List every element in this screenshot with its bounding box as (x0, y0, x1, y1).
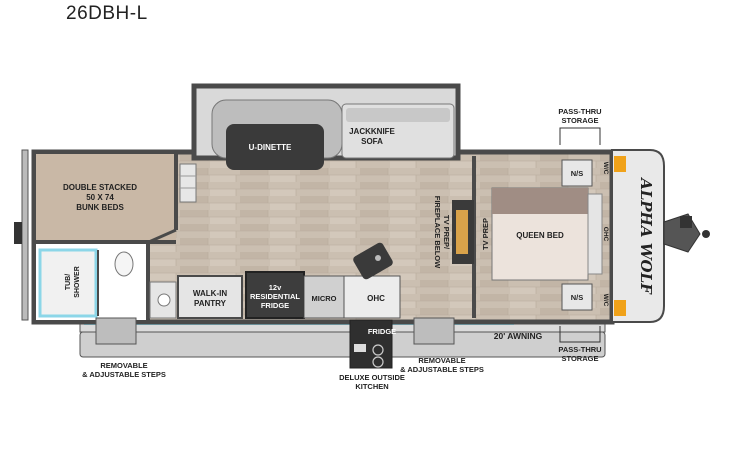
rear-spare (14, 222, 22, 244)
label-pass-thru-bottom-2: STORAGE (562, 354, 599, 363)
ohc-cabinet (343, 275, 401, 319)
label-micro: MICRO (312, 294, 337, 303)
label-tv-fireplace-1: TV PREP/ (442, 215, 451, 250)
label-queen-bed: QUEEN BED (516, 231, 564, 240)
label-outside-kitchen-2: KITCHEN (355, 382, 388, 391)
kitchen-sink (353, 242, 393, 280)
awning-lower-rail (79, 331, 606, 358)
bunk-ladder (179, 163, 197, 203)
label-bunk-3: BUNK BEDS (76, 203, 124, 212)
nightstand-top (561, 159, 593, 187)
bunk-area (36, 154, 176, 242)
rear-bumper (21, 149, 29, 321)
toilet (114, 251, 134, 277)
label-pantry-1: WALK-IN (193, 289, 227, 298)
nightstand-bottom (561, 283, 593, 311)
label-bunk-2: 50 X 74 (86, 193, 114, 202)
pass-thru-bracket-bottom (559, 326, 601, 343)
label-steps-left-1: REMOVABLE (100, 361, 147, 370)
label-fridge-2: RESIDENTIAL (250, 292, 300, 301)
label-outside-kitchen-1: DELUXE OUTSIDE (339, 373, 405, 382)
label-ns-top: N/S (571, 169, 584, 178)
label-pass-thru-top-1: PASS-THRU (558, 107, 601, 116)
label-ns-bottom: N/S (571, 293, 584, 302)
label-jackknife-sofa-2: SOFA (361, 137, 383, 146)
micro-cabinet (303, 275, 345, 319)
label-fridge-3: FRIDGE (261, 301, 289, 310)
label-u-dinette: U-DINETTE (249, 143, 292, 152)
bed-runner (492, 188, 588, 214)
front-entry-steps (413, 317, 455, 345)
label-tv-fireplace-2: FIREPLACE BELOW (433, 196, 442, 269)
label-steps-left-2: & ADJUSTABLE STEPS (82, 370, 166, 379)
label-jackknife-sofa-1: JACKKNIFE (349, 127, 395, 136)
rear-entry-steps (95, 317, 137, 345)
label-fridge-outside: FRIDGE (368, 327, 396, 336)
label-tub-1: TUB/ (65, 274, 72, 290)
label-bunk-1: DOUBLE STACKED (63, 183, 137, 192)
label-wc-top: W/C (602, 162, 609, 175)
label-awning: 20' AWNING (494, 331, 543, 341)
tub-shower (38, 248, 98, 318)
label-steps-right-1: REMOVABLE (418, 356, 465, 365)
label-wc-bottom: W/C (602, 294, 609, 307)
model-title: 26DBH-L (66, 3, 148, 24)
label-ohc: OHC (367, 294, 385, 303)
fireplace-glow (456, 210, 468, 254)
label-steps-right-2: & ADJUSTABLE STEPS (400, 365, 484, 374)
pass-thru-bracket-top (559, 127, 601, 145)
label-pass-thru-top-2: STORAGE (562, 116, 599, 125)
label-tv-prep: TV PREP (481, 218, 490, 250)
walk-in-pantry (177, 275, 243, 319)
label-fridge-1: 12v (269, 283, 282, 292)
label-pantry-2: PANTRY (194, 299, 227, 308)
front-cap (611, 149, 665, 323)
bed-pillows (587, 193, 603, 275)
brand-logo: ALPHA WOLF (637, 176, 655, 295)
label-pass-thru-bottom-1: PASS-THRU (558, 345, 601, 354)
label-tub-2: SHOWER (74, 266, 81, 298)
sofa-cushion (346, 108, 450, 122)
label-ohc-front: OHC (602, 227, 609, 242)
dinette-table (226, 124, 324, 170)
